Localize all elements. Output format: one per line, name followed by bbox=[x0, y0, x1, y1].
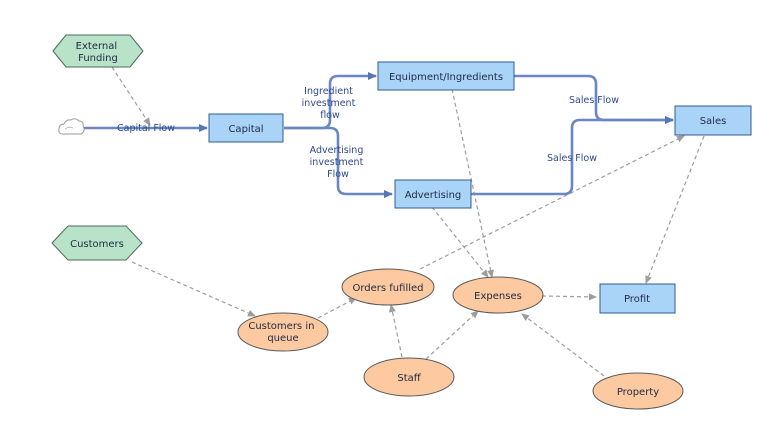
node-profit[interactable]: Profit bbox=[599, 283, 676, 314]
label-ingredient-flow: Ingredient investment flow bbox=[302, 86, 359, 121]
link-queue-orders bbox=[317, 297, 357, 319]
link-advertising-expenses bbox=[431, 206, 489, 278]
node-advertising[interactable]: Advertising bbox=[394, 179, 472, 209]
svg-text:Customers: Customers bbox=[70, 239, 124, 250]
svg-text:Capital: Capital bbox=[228, 124, 263, 135]
node-customers[interactable]: Customers bbox=[51, 225, 143, 261]
node-orders-fulfilled[interactable]: Orders fufilled bbox=[341, 268, 435, 306]
label-sales-flow-bottom: Sales Flow bbox=[547, 153, 597, 164]
link-funding-capital bbox=[111, 66, 151, 126]
label-sales-flow-top: Sales Flow bbox=[569, 95, 619, 106]
node-expenses[interactable]: Expenses bbox=[452, 276, 544, 314]
svg-text:Property: Property bbox=[617, 387, 659, 398]
link-expenses-profit bbox=[541, 293, 597, 301]
label-capital-flow: Capital Flow bbox=[117, 123, 175, 134]
node-equipment-ingredients[interactable]: Equipment/Ingredients bbox=[377, 61, 515, 91]
svg-text:Expenses: Expenses bbox=[474, 291, 522, 302]
flow-advertising bbox=[284, 126, 393, 198]
cloud-icon bbox=[58, 118, 85, 135]
svg-text:Advertising: Advertising bbox=[405, 190, 462, 201]
link-staff-orders bbox=[389, 304, 403, 358]
svg-text:Customers in queue: Customers in queue bbox=[248, 321, 317, 344]
label-advertising-flow: Advertising investment Flow bbox=[310, 145, 367, 180]
link-customers-queue bbox=[131, 261, 256, 317]
link-sales-profit bbox=[645, 135, 705, 284]
node-capital[interactable]: Capital bbox=[208, 113, 284, 143]
svg-text:Orders fufilled: Orders fufilled bbox=[352, 283, 423, 294]
link-property-expenses bbox=[521, 313, 605, 377]
svg-text:Equipment/Ingredients: Equipment/Ingredients bbox=[389, 72, 503, 83]
node-sales[interactable]: Sales bbox=[674, 105, 752, 136]
link-orders-sales bbox=[419, 135, 685, 270]
svg-text:External Funding: External Funding bbox=[76, 41, 121, 64]
node-external-funding[interactable]: External Funding bbox=[52, 34, 144, 68]
flow-sales-bottom bbox=[471, 116, 674, 196]
node-customers-in-queue[interactable]: Customers in queue bbox=[237, 312, 329, 352]
node-staff[interactable]: Staff bbox=[363, 357, 455, 397]
svg-text:Staff: Staff bbox=[397, 373, 421, 384]
svg-text:Sales: Sales bbox=[700, 116, 727, 127]
link-staff-expenses bbox=[425, 310, 479, 360]
node-property[interactable]: Property bbox=[592, 372, 684, 410]
svg-text:Profit: Profit bbox=[624, 294, 650, 305]
